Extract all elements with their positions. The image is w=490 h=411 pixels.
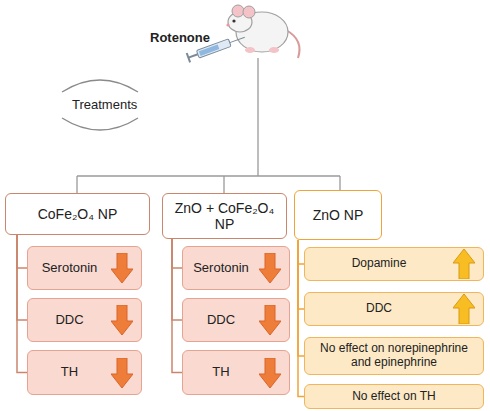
node-text: ZnO NP [313,207,364,223]
effect-box: Serotonin [27,246,142,290]
reagent-label: Rotenone [150,30,210,45]
node-text: DDC [55,313,83,328]
node-text: Dopamine [352,257,407,271]
decrease-arrow [111,305,133,335]
node-text: DDC [207,313,235,328]
bracket-arcs [62,80,138,130]
connector-line [172,239,182,320]
node-text: CoFe₂O₄ NP [38,206,118,222]
increase-arrow [453,294,475,324]
effect-box: DDC [182,298,290,342]
node-text: Serotonin [42,261,98,276]
effect-box: No effect on norepinephrine and epinephr… [304,337,484,375]
connector-line [17,235,27,373]
effect-box: TH [27,350,142,395]
effect-box: DDC [27,298,142,342]
decrease-arrow [259,305,281,335]
drop-line [223,176,224,193]
bracket-arc [62,80,138,92]
drop-line [76,176,77,193]
decrease-arrow [111,358,133,388]
increase-arrow [453,249,475,279]
connector-line [172,239,182,268]
node-text: ZnO + CoFe₂O₄ NP [169,200,280,232]
decrease-arrow [259,253,281,283]
node-text: TH [212,365,229,380]
bracket-arc [62,118,138,130]
branch-line [77,175,340,176]
effect-box: No effect on TH [304,384,484,409]
node-text: No effect on TH [352,390,436,404]
decrease-arrow [111,253,133,283]
connector-line [17,235,27,268]
node-text: Serotonin [193,261,249,276]
effect-box: Dopamine [304,247,484,281]
group-label: Treatments [72,97,137,112]
node-text: DDC [366,302,392,316]
connector-line [172,239,182,373]
effect-box: TH [182,350,290,395]
effect-box: DDC [304,292,484,326]
effect-box: Serotonin [182,246,290,290]
mouse-illustration [226,5,299,58]
trunk-line [257,58,258,176]
node-text: TH [61,365,78,380]
tree-lines [77,58,340,193]
treatment-box: ZnO + CoFe₂O₄ NP [162,193,287,239]
drop-line [339,176,340,190]
decrease-arrow [259,358,281,388]
node-text: No effect on norepinephrine and epinephr… [311,342,477,370]
treatment-box: ZnO NP [294,190,382,240]
connector-line [17,235,27,320]
treatment-box: CoFe₂O₄ NP [5,193,150,235]
